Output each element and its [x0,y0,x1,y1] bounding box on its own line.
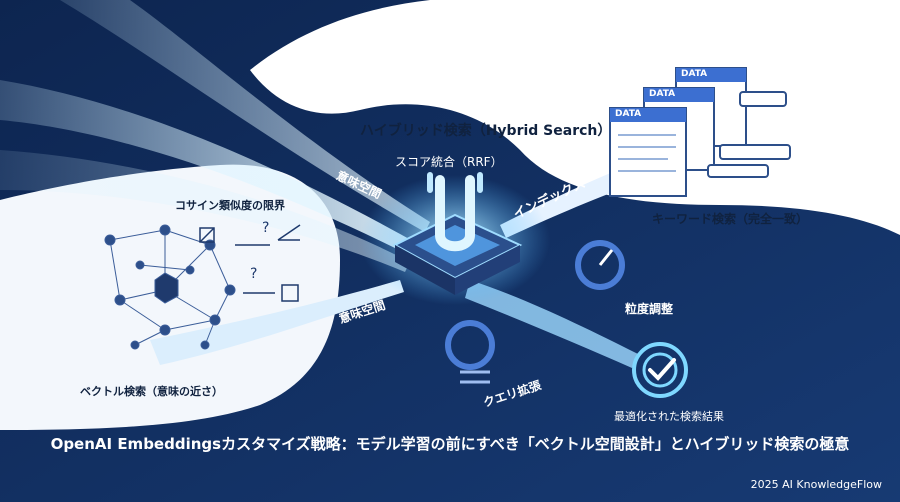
svg-text:?: ? [262,220,269,236]
keyword-search-label: キーワード検索（完全一致） [652,212,809,226]
beam-top-3 [0,150,410,272]
vector-network-icon [104,224,236,350]
hybrid-search-label: ハイブリッド検索（Hybrid Search） [360,123,612,139]
infographic-title: OpenAI Embeddingsカスタマイズ戦略：モデル学習の前にすべき「ベク… [50,435,850,453]
target-result-icon [632,342,688,398]
beam-bottom [150,280,404,365]
cosine-comparison-icons: ? ? [199,220,301,302]
granularity-label: 粒度調整 [625,302,674,316]
data-card-tag-3: DATA [615,109,642,119]
keyword-data-cards-icon [609,67,791,197]
score-fusion-label: スコア統合（RRF） [395,155,503,169]
footer-credit: 2025 AI KnowledgeFlow [750,478,882,491]
cosine-limit-label: コサイン類似度の限界 [175,199,285,212]
data-card-tag-1: DATA [681,69,708,79]
query-expansion-gauge-icon [445,320,495,384]
granularity-gauge-icon [575,240,625,290]
beam-top [0,80,420,258]
svg-text:?: ? [250,266,257,282]
optimized-results-label: 最適化された検索結果 [614,410,724,423]
beam-output [465,280,640,368]
vector-search-label: ベクトル検索（意味の近さ） [80,385,223,398]
beam-top-2 [60,0,430,232]
hybrid-hub-icon [392,172,523,295]
data-card-tag-2: DATA [649,89,676,99]
